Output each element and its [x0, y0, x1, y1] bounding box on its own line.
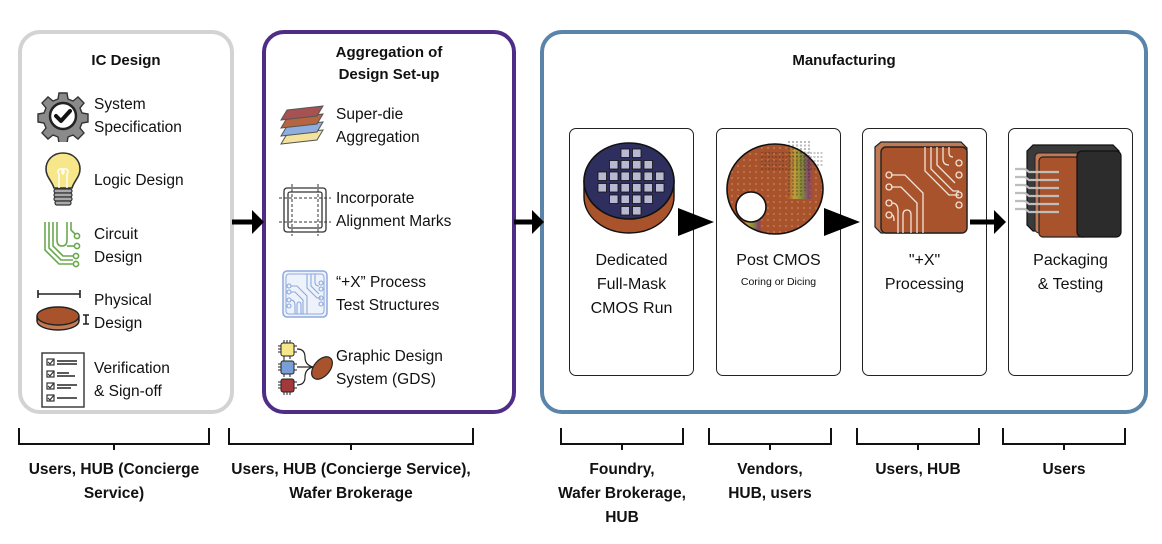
agg-item-label: Super-die Aggregation: [336, 106, 420, 146]
die: [609, 194, 619, 204]
processed-die-icon: [869, 139, 979, 239]
stacked-layers-icon: [274, 96, 336, 156]
agg-item-label: Graphic Design System (GDS): [336, 348, 443, 388]
die: [609, 171, 619, 181]
agg-item-test-structures: “+X” Process Test Structures: [274, 264, 439, 324]
die: [609, 160, 619, 170]
ic-item-label: Physical Design: [94, 292, 152, 332]
stage-label: Dedicated Full-Mask CMOS Run: [590, 252, 673, 317]
ic-item-label: System Specification: [94, 96, 182, 136]
stage-sublabel: Coring or Dicing: [740, 276, 817, 288]
die: [620, 206, 630, 216]
arrow-processing-to-packaging: [970, 210, 1006, 234]
light-bulb-icon: [32, 150, 94, 210]
die: [643, 183, 653, 193]
die: [632, 160, 642, 170]
role-bracket: [856, 428, 980, 450]
arrow-postcmos-to-processing: [824, 208, 860, 236]
aggregation-panel: Aggregation of Design Set-up Super-die A…: [262, 30, 516, 414]
die: [620, 148, 630, 158]
die: [620, 183, 630, 193]
stage-label: Packaging & Testing: [1033, 252, 1108, 293]
die: [597, 171, 607, 181]
ic-design-panel: IC Design System Specification: [18, 30, 234, 414]
die: [632, 148, 642, 158]
die: [643, 171, 653, 181]
role-label: Foundry, Wafer Brokerage, HUB: [558, 461, 686, 526]
die: [643, 160, 653, 170]
cored-wafer-icon: [723, 139, 833, 239]
ic-item-logic-design: Logic Design: [32, 150, 184, 210]
ic-design-title: IC Design: [91, 52, 161, 69]
die: [643, 194, 653, 204]
arrow-aggregation-to-manufacturing: [514, 210, 544, 234]
cmos-wafer-icon: [576, 139, 686, 239]
manufacturing-title: Manufacturing: [792, 52, 896, 69]
arrow-ic-to-aggregation: [232, 210, 264, 234]
role-label: Users: [1042, 461, 1086, 478]
die: [632, 194, 642, 204]
ic-item-verification: Verification & Sign-off: [32, 350, 170, 410]
role-bracket: [228, 428, 474, 450]
stage-label: Post CMOS: [736, 252, 821, 269]
stage-cmos-run: Dedicated Full-Mask CMOS Run: [569, 128, 694, 376]
role-label: Users, HUB: [875, 461, 961, 478]
role-bracket: [1002, 428, 1126, 450]
stage-post-cmos: Post CMOS Coring or Dicing: [716, 128, 841, 376]
role-label: Vendors, HUB, users: [728, 461, 812, 502]
alignment-marks-icon: [274, 180, 336, 240]
arrow-cmos-to-postcmos: [678, 208, 714, 236]
die: [632, 206, 642, 216]
gear-check-icon: [32, 86, 94, 146]
ic-item-system-specification: System Specification: [32, 86, 182, 146]
die: [620, 194, 630, 204]
stage-plus-x-processing: "+X" Processing: [862, 128, 987, 376]
die: [620, 160, 630, 170]
role-bracket: [18, 428, 210, 450]
die: [655, 171, 665, 181]
agg-item-label: “+X” Process Test Structures: [336, 274, 440, 314]
agg-item-gds: Graphic Design System (GDS): [274, 338, 443, 398]
die: [632, 183, 642, 193]
stage-label: "+X" Processing: [884, 252, 965, 293]
agg-item-alignment-marks: Incorporate Alignment Marks: [274, 180, 451, 240]
role-bracket: [708, 428, 832, 450]
ic-item-physical-design: Physical Design: [32, 282, 152, 342]
ic-item-circuit-design: Circuit Design: [32, 216, 142, 276]
packaged-chip-icon: [1015, 139, 1125, 239]
circuit-traces-icon: [32, 216, 94, 276]
wafer-dimension-icon: [32, 282, 94, 342]
ic-item-label: Logic Design: [94, 171, 184, 189]
die: [597, 183, 607, 193]
test-structures-icon: [274, 264, 336, 324]
agg-item-label: Incorporate Alignment Marks: [336, 190, 452, 230]
aggregation-title: Aggregation of Design Set-up: [335, 44, 443, 83]
ic-item-label: Verification & Sign-off: [94, 360, 170, 400]
checklist-icon: [32, 350, 94, 410]
die: [620, 171, 630, 181]
die: [632, 171, 642, 181]
chips-to-wafer-icon: [274, 338, 336, 398]
agg-item-super-die: Super-die Aggregation: [274, 96, 420, 156]
role-bracket: [560, 428, 684, 450]
die: [609, 183, 619, 193]
stage-packaging-testing: Packaging & Testing: [1008, 128, 1133, 376]
ic-item-label: Circuit Design: [94, 226, 143, 266]
die: [655, 183, 665, 193]
role-label: Users, HUB (Concierge Service), Wafer Br…: [231, 461, 471, 502]
role-label: Users, HUB (Concierge Service): [28, 461, 200, 502]
